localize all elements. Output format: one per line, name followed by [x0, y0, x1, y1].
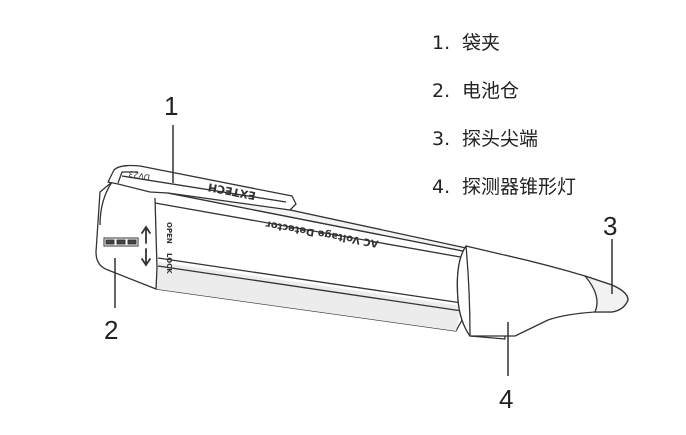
legend-item-number: 4.: [432, 176, 451, 198]
barrel-edge-lower: [157, 265, 463, 312]
battery-indicator-icon: [103, 237, 139, 247]
callout-number-3: 3: [603, 211, 617, 241]
legend-item-4: 4. 探测器锥形灯: [432, 174, 576, 201]
legend-item-label: 探测器锥形灯: [462, 176, 577, 198]
open-label: OPEN: [165, 222, 173, 244]
legend-item-3: 3. 探头尖端: [432, 126, 538, 153]
legend-item-number: 2.: [432, 80, 451, 102]
legend-item-1: 1. 袋夹: [432, 30, 500, 57]
legend-item-label: 电池仓: [462, 80, 520, 102]
clip-slot: [117, 171, 138, 184]
open-arrow-icon: [141, 225, 151, 244]
pocket-clip: [107, 164, 297, 211]
legend-item-2: 2. 电池仓: [432, 78, 519, 105]
callout-number-2: 2: [104, 315, 118, 345]
barrel-edge-mid: [157, 257, 463, 304]
open-lock-arrows: [141, 225, 151, 267]
legend-item-number: 3.: [432, 128, 451, 150]
cone-seam: [465, 245, 471, 337]
barrel-lower-band: [156, 262, 462, 331]
legend-item-number: 1.: [432, 32, 451, 54]
model-label: DV23: [128, 169, 151, 182]
tip-cone: [456, 245, 629, 340]
probe-tip: [584, 275, 629, 313]
lock-arrow-icon: [141, 248, 151, 267]
clip-outline: [107, 164, 297, 211]
callout-leaders: [114, 125, 613, 376]
callout-number-1: 1: [164, 91, 178, 121]
legend-item-label: 袋夹: [462, 32, 501, 54]
legend-item-label: 探头尖端: [462, 128, 539, 150]
lock-label: LOCK: [165, 253, 173, 274]
callout-number-4: 4: [499, 384, 513, 414]
clip-inner-edge: [121, 175, 287, 203]
barrel-edge-upper: [154, 202, 467, 259]
cap-rear-seam: [99, 181, 113, 226]
callout-numbers: 1 2 3 4: [104, 91, 617, 414]
battery-compartment-seam: [154, 197, 158, 290]
